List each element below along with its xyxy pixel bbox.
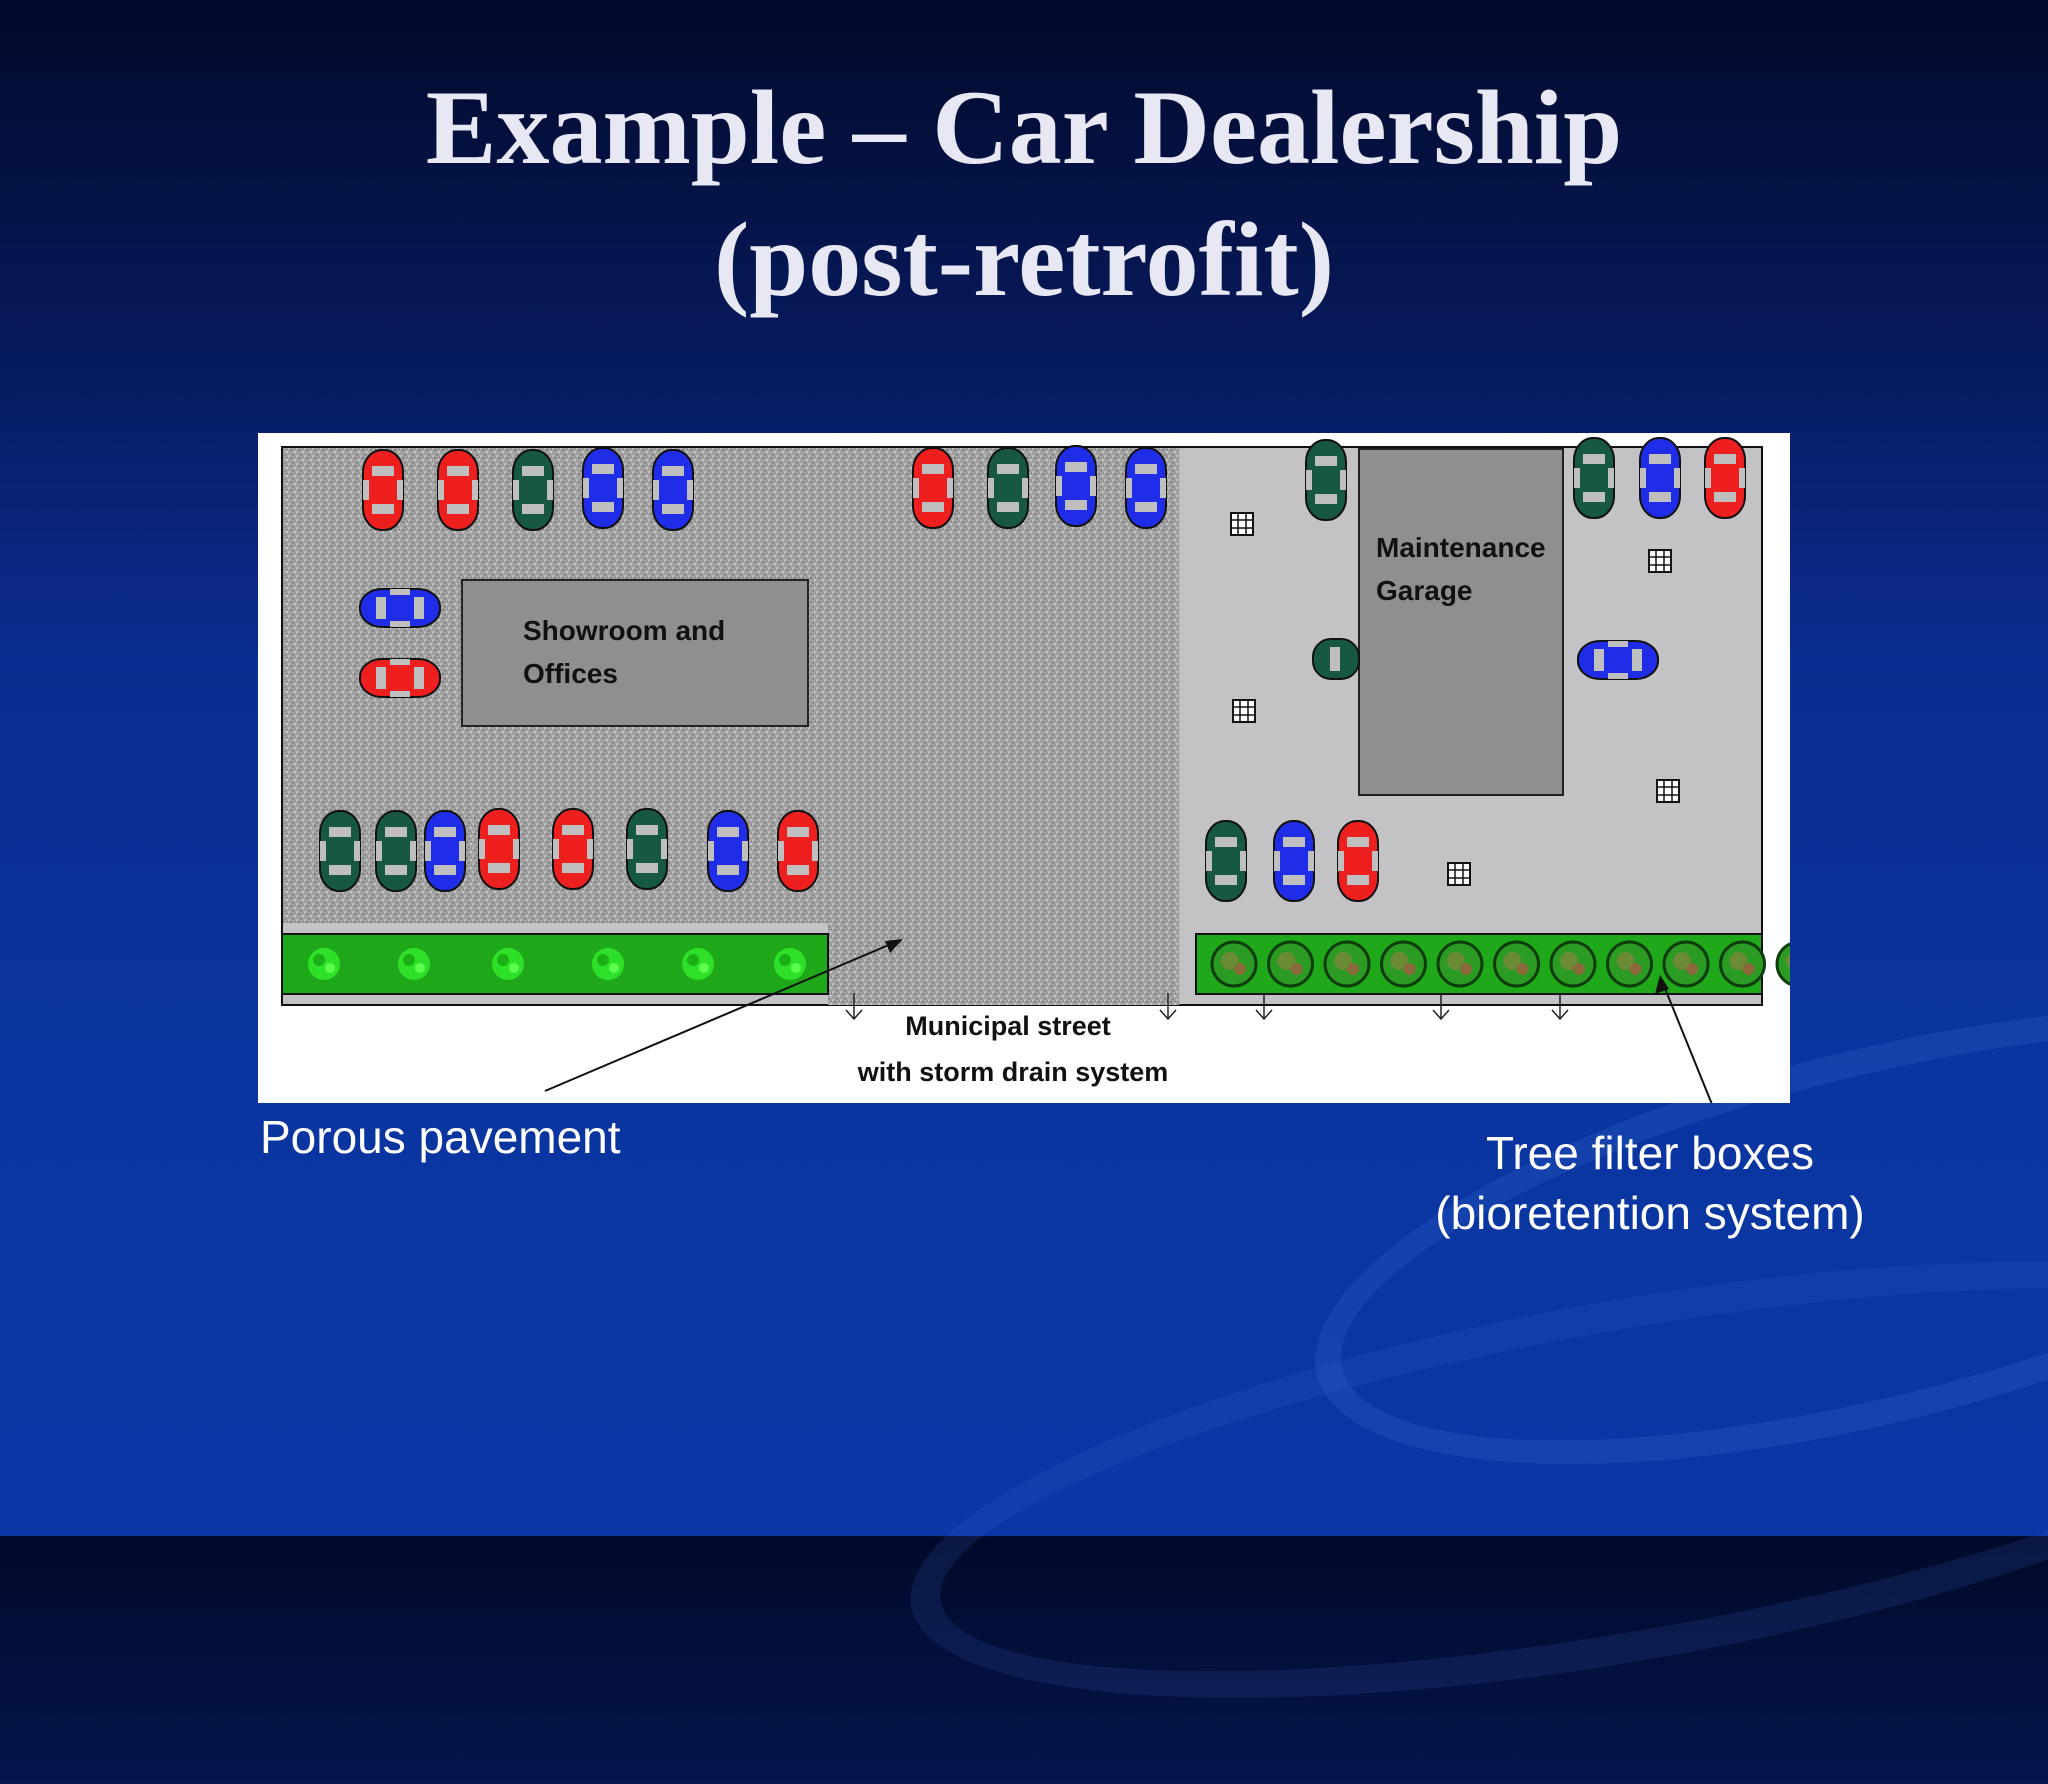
porous-pavement-caption: Porous pavement (260, 1111, 621, 1163)
tree-filter-box (1380, 940, 1427, 988)
drain-grate-icon (1447, 862, 1471, 886)
car (1337, 820, 1379, 902)
slide-title-line-1: Example – Car Dealership (425, 69, 1623, 186)
car (1055, 445, 1097, 527)
car (1205, 820, 1247, 902)
runoff-arrow-icon (1159, 993, 1177, 1021)
car (362, 449, 404, 531)
shrub (774, 948, 806, 980)
car (552, 808, 594, 890)
tree-filter-box (1662, 940, 1710, 988)
tree-filter-boxes (1210, 940, 1790, 988)
background-swoosh (879, 1175, 2048, 1784)
parked-cars (319, 437, 1746, 902)
site-plan-diagram: Showroom and Offices Maintenance Garage … (258, 433, 1790, 1103)
maintenance-garage-building (1358, 448, 1564, 796)
tree-filter-box (1775, 942, 1790, 986)
site-plan-svg: Showroom and Offices Maintenance Garage … (281, 437, 1790, 1103)
car (424, 810, 466, 892)
showroom-label: Showroom and (523, 615, 725, 646)
garage-label: Maintenance (1376, 532, 1546, 563)
showroom-building (461, 579, 809, 727)
car (652, 449, 694, 531)
car (1639, 437, 1681, 519)
runoff-arrows (845, 993, 1569, 1021)
slide-title: Example – Car Dealership (post-retrofit) (0, 62, 2048, 326)
tree-filter-box (1210, 940, 1258, 988)
porous-pavement-pointer-head (885, 939, 903, 953)
car (1305, 439, 1347, 521)
car (1312, 638, 1360, 680)
garage-label: Garage (1376, 575, 1473, 606)
tree-filter-caption-line-2: (bioretention system) (1435, 1187, 1865, 1239)
shrub (682, 948, 714, 980)
car (626, 808, 668, 890)
shrub (398, 948, 430, 980)
drain-grate-icon (1230, 512, 1254, 536)
runoff-arrow-icon (1255, 993, 1273, 1021)
car (1273, 820, 1315, 902)
porous-pavement-pointer (544, 940, 899, 1092)
drain-grate-icon (1656, 779, 1680, 803)
tree-filter-pointer-head (1655, 975, 1669, 994)
tree-filter-box (1436, 940, 1484, 988)
runoff-arrow-icon (1432, 993, 1450, 1021)
porous-pavement-area (828, 853, 1179, 1005)
drain-grate-icon (1232, 699, 1256, 723)
street-label: Municipal street (905, 1011, 1111, 1041)
shrubs (308, 948, 806, 980)
car (512, 449, 554, 531)
shrub (592, 948, 624, 980)
tree-filter-caption-line-1: Tree filter boxes (1485, 1127, 1815, 1179)
car (1577, 640, 1659, 680)
tree-filter-box (1719, 940, 1766, 988)
car (707, 810, 749, 892)
tree-filter-box (1267, 940, 1314, 988)
tree-filter-pointer (1661, 980, 1713, 1103)
tree-filter-box (1323, 940, 1371, 988)
car (912, 447, 954, 529)
car (1573, 437, 1615, 519)
car (582, 447, 624, 529)
car (1704, 437, 1746, 519)
shrub (308, 948, 340, 980)
tree-filter-box (1606, 940, 1653, 988)
car (1125, 447, 1167, 529)
shrub (492, 948, 524, 980)
car (478, 808, 520, 890)
car (987, 447, 1029, 529)
car (437, 449, 479, 531)
tree-filter-box (1549, 940, 1597, 988)
tree-filter-caption: Tree filter boxes (bioretention system) (1390, 1123, 1910, 1243)
car (359, 588, 441, 628)
drain-grate-icon (1648, 549, 1672, 573)
street-label: with storm drain system (857, 1057, 1169, 1087)
slide-title-line-2: (post-retrofit) (713, 201, 1335, 318)
car (319, 810, 361, 892)
runoff-arrow-icon (845, 993, 863, 1021)
storm-drain-inlets (1230, 512, 1680, 886)
car (777, 810, 819, 892)
showroom-label: Offices (523, 658, 618, 689)
car (359, 658, 441, 698)
runoff-arrow-icon (1551, 993, 1569, 1021)
tree-filter-box (1493, 940, 1540, 988)
car (375, 810, 417, 892)
planting-strip-left (281, 933, 829, 995)
